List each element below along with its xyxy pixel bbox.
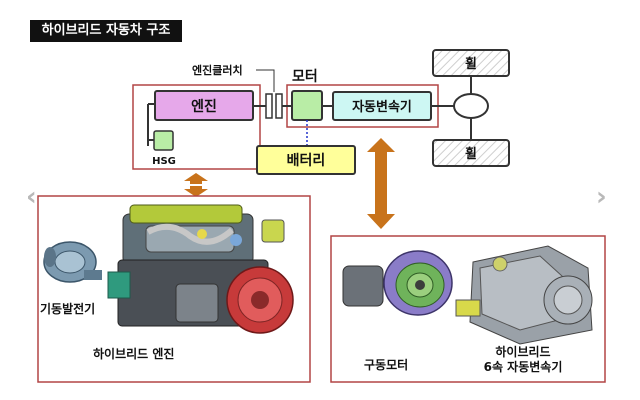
engine-clutch-label: 엔진클러치 xyxy=(192,63,243,77)
battery-block xyxy=(256,145,356,175)
wheel-top xyxy=(432,49,510,77)
hybrid-engine-caption: 하이브리드 엔진 xyxy=(93,347,175,361)
hybrid-engine-illustration xyxy=(107,204,294,334)
differential xyxy=(453,93,489,119)
wheel-bottom-label: 휠 xyxy=(465,146,477,162)
next-slide-chevron-icon[interactable]: › xyxy=(596,182,607,212)
clutch-plate-right xyxy=(275,93,283,119)
starter-generator-caption: 기동발전기 xyxy=(40,302,96,316)
clutch-plate-left xyxy=(265,93,273,119)
drive-motor-illustration xyxy=(342,250,453,316)
starter-generator-illustration xyxy=(43,241,102,283)
transmission-caption-line1: 하이브리드 xyxy=(495,345,551,359)
engine-clutch-leader xyxy=(256,69,275,92)
engine-group-outline xyxy=(132,84,261,170)
diagram-title: 하이브리드 자동차 구조 xyxy=(30,20,182,42)
drive-motor-caption: 구동모터 xyxy=(364,358,409,372)
motor-label: 모터 xyxy=(292,69,318,85)
engine-hsg-link xyxy=(147,103,155,146)
transmission-caption-line2: 6속 자동변속기 xyxy=(483,360,563,374)
transmission-label: 자동변속기 xyxy=(352,100,412,115)
engine-label: 엔진 xyxy=(191,98,217,115)
motor-block xyxy=(291,90,323,121)
wheel-bottom xyxy=(432,139,510,167)
six-speed-transmission-illustration xyxy=(455,245,593,345)
engine-panel-arrow xyxy=(184,173,208,197)
battery-label: 배터리 xyxy=(287,153,326,169)
previous-slide-chevron-icon[interactable]: ‹ xyxy=(26,182,37,212)
motor-panel-arrow xyxy=(367,138,395,229)
hsg-block xyxy=(153,130,174,151)
hsg-label: HSG xyxy=(152,156,176,167)
wheel-top-label: 휠 xyxy=(465,56,477,72)
